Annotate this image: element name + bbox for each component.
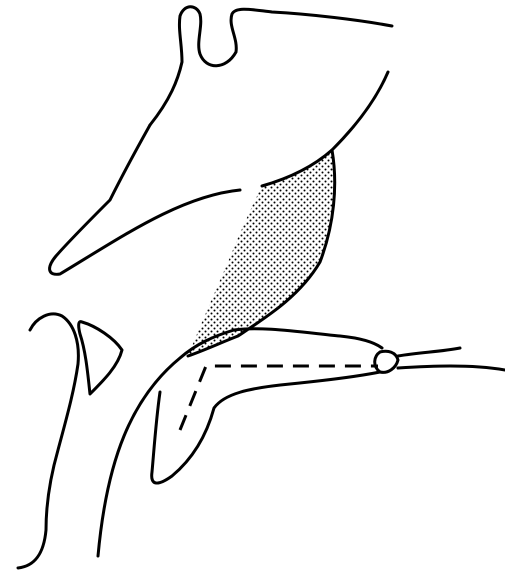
tube-tip-oval <box>375 351 398 372</box>
upper-slanted-contour <box>50 125 240 274</box>
small-leaf-shape <box>79 322 122 394</box>
tube-balloon-outline <box>152 372 380 483</box>
tube-lower-line <box>398 366 505 370</box>
stippled-region <box>188 150 335 356</box>
left-s-contour <box>18 314 78 568</box>
upper-notch-outline <box>150 7 392 125</box>
airway-outer-contour <box>98 329 382 556</box>
tube-upper-line <box>398 348 460 356</box>
